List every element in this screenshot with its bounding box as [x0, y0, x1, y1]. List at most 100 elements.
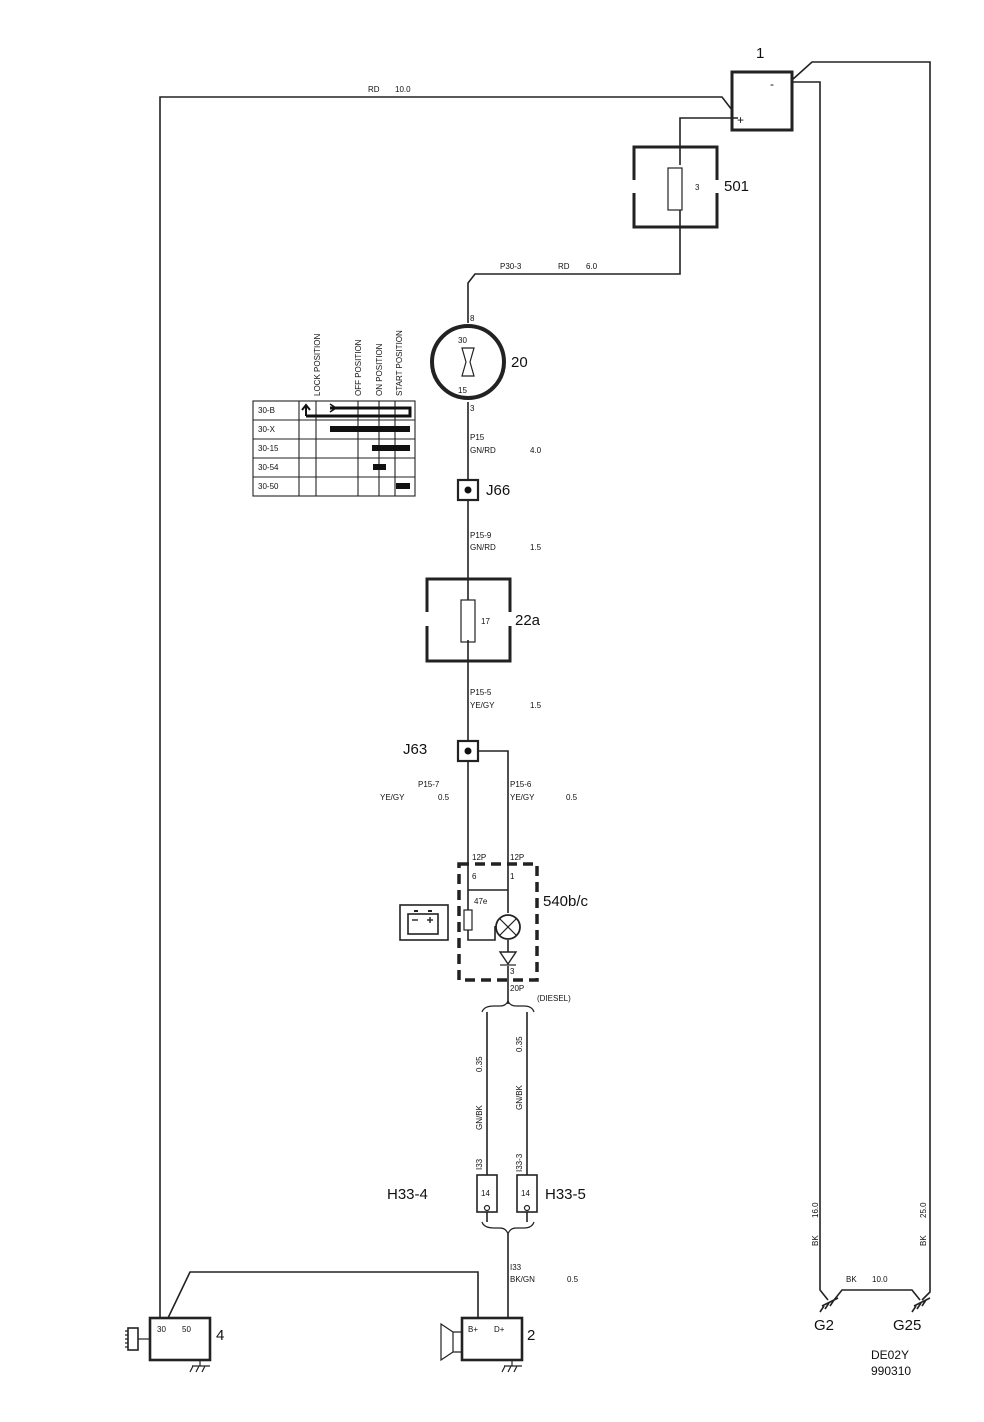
starter-pin-50: 50 [182, 1325, 191, 1334]
splice-j66-label: J66 [486, 482, 510, 499]
battery-warning-icon [399, 904, 449, 941]
wire-p15-7-color: YE/GY [380, 793, 405, 802]
wire-bridge-color: BK [846, 1275, 857, 1284]
ignition-switch-label: 20 [511, 354, 528, 371]
ground-g2-label: G2 [814, 1317, 834, 1334]
ignition-pin-30: 30 [458, 336, 467, 345]
splice-j63-label: J63 [403, 741, 427, 758]
wire-bridge-size: 10.0 [872, 1275, 888, 1284]
footer-date: 990310 [871, 1364, 911, 1378]
instrument-conn-left: 12P [472, 853, 486, 862]
battery-plus-label: + [737, 113, 744, 127]
wire-battery-to-fuse [679, 117, 738, 165]
ground-g25-label: G25 [893, 1317, 921, 1334]
fuse-box-22a: 17 22a [425, 577, 541, 663]
instrument-pin-6: 6 [472, 872, 477, 881]
wire-p15-code: P15 [470, 433, 485, 442]
wire-p30-3-color: RD [558, 262, 570, 271]
brace-bottom [481, 1221, 535, 1236]
wire-ground-bridge [833, 1289, 921, 1301]
instrument-conn-right: 12P [510, 853, 524, 862]
wire-p15-6 [478, 750, 509, 890]
wire-p30-3-code: P30-3 [500, 262, 522, 271]
wire-i33-lower-color: BK/GN [510, 1275, 535, 1284]
wire-top-main-size: 10.0 [395, 85, 411, 94]
ignition-switch: 30 15 8 3 20 [430, 314, 528, 413]
fuse-501-number: 3 [695, 183, 700, 192]
instrument-pin-3: 3 [510, 967, 515, 976]
instrument-note: (DIESEL) [537, 994, 571, 1003]
h33-5-label: H33-5 [545, 1186, 586, 1203]
wire-p15-9-color: GN/RD [470, 543, 496, 552]
footer-code: DE02Y [871, 1348, 909, 1362]
battery-minus-label: - [770, 77, 774, 91]
wire-p15-5-color: YE/GY [470, 701, 495, 710]
ignition-conn-top: 8 [470, 314, 475, 323]
table-row-30-b: 30-B [258, 406, 275, 415]
table-header-lock: LOCK POSITION [313, 334, 322, 396]
fuse-box-22a-label: 22a [515, 612, 541, 629]
table-row-30-54: 30-54 [258, 463, 279, 472]
starter-label: 4 [216, 1327, 224, 1344]
wire-p15-color: GN/RD [470, 446, 496, 455]
wire-p30-3 [467, 210, 681, 323]
instrument-pin-1: 1 [510, 872, 515, 881]
wire-top-main-color: RD [368, 85, 380, 94]
ignition-pin-15: 15 [458, 386, 467, 395]
switch-position-table: LOCK POSITION OFF POSITION ON POSITION S… [252, 330, 416, 497]
table-header-on: ON POSITION [375, 343, 384, 396]
wire-left-color: GN/BK [475, 1104, 484, 1130]
alternator-pin-b-plus: B+ [468, 1325, 478, 1334]
starter-motor: 30 50 4 [125, 1316, 224, 1373]
wire-starter-to-alternator [167, 1271, 479, 1319]
wire-ground-g25 [791, 61, 931, 1301]
wire-p15-9-code: P15-9 [470, 531, 492, 540]
wire-p15-6-code: P15-6 [510, 780, 532, 789]
instrument-pin-47e: 47e [474, 897, 488, 906]
fuse-22a-number: 17 [481, 617, 490, 626]
wire-p30-3-size: 6.0 [586, 262, 598, 271]
alternator-pin-d-plus: D+ [494, 1325, 505, 1334]
wire-g2-color: BK [811, 1235, 820, 1246]
h33-5-pin: 14 [521, 1189, 530, 1198]
table-row-30-15: 30-15 [258, 444, 279, 453]
battery: 1 - + [730, 45, 794, 132]
wire-p15-5-code: P15-5 [470, 688, 492, 697]
instrument-label: 540b/c [543, 893, 589, 910]
brace-top [481, 999, 535, 1013]
wire-right-code: I33-3 [515, 1153, 524, 1172]
wire-i33-lower-size: 0.5 [567, 1275, 579, 1284]
ground-g2: G2 [814, 1297, 839, 1334]
wire-right-size: 0.35 [515, 1036, 524, 1052]
fuse-box-501: 3 501 [632, 145, 749, 229]
h33-4-pin: 14 [481, 1189, 490, 1198]
wire-left-size: 0.35 [475, 1056, 484, 1072]
fuse-box-501-label: 501 [724, 178, 749, 195]
table-header-start: START POSITION [395, 330, 404, 396]
wire-p15-9-size: 1.5 [530, 543, 542, 552]
starter-pin-30: 30 [157, 1325, 166, 1334]
h33-4-label: H33-4 [387, 1186, 428, 1203]
ignition-conn-bottom: 3 [470, 404, 475, 413]
wire-p15-size: 4.0 [530, 446, 542, 455]
connector-h33-4: 14 H33-4 [387, 1174, 498, 1213]
instrument-540: 12P 12P 6 1 47e 3 20P (DIESEL) 540b/c [457, 853, 589, 1003]
wire-ground-g2 [792, 81, 829, 1301]
wire-p15-5-size: 1.5 [530, 701, 542, 710]
wire-g2-size: 16.0 [811, 1202, 820, 1218]
table-header-off: OFF POSITION [354, 339, 363, 396]
wire-right-color: GN/BK [515, 1084, 524, 1110]
splice-j66: J66 [456, 478, 510, 502]
alternator-label: 2 [527, 1327, 535, 1344]
wire-p15-7-size: 0.5 [438, 793, 450, 802]
wire-g25-color: BK [919, 1235, 928, 1246]
ground-g25: G25 [893, 1297, 931, 1334]
wire-g25-size: 25.0 [919, 1202, 928, 1218]
splice-j63: J63 [403, 739, 480, 763]
table-row-30-x: 30-X [258, 425, 276, 434]
alternator: B+ D+ 2 [440, 1316, 535, 1373]
instrument-conn-20p: 20P [510, 984, 524, 993]
table-row-30-50: 30-50 [258, 482, 279, 491]
wire-top-main [159, 96, 733, 1319]
